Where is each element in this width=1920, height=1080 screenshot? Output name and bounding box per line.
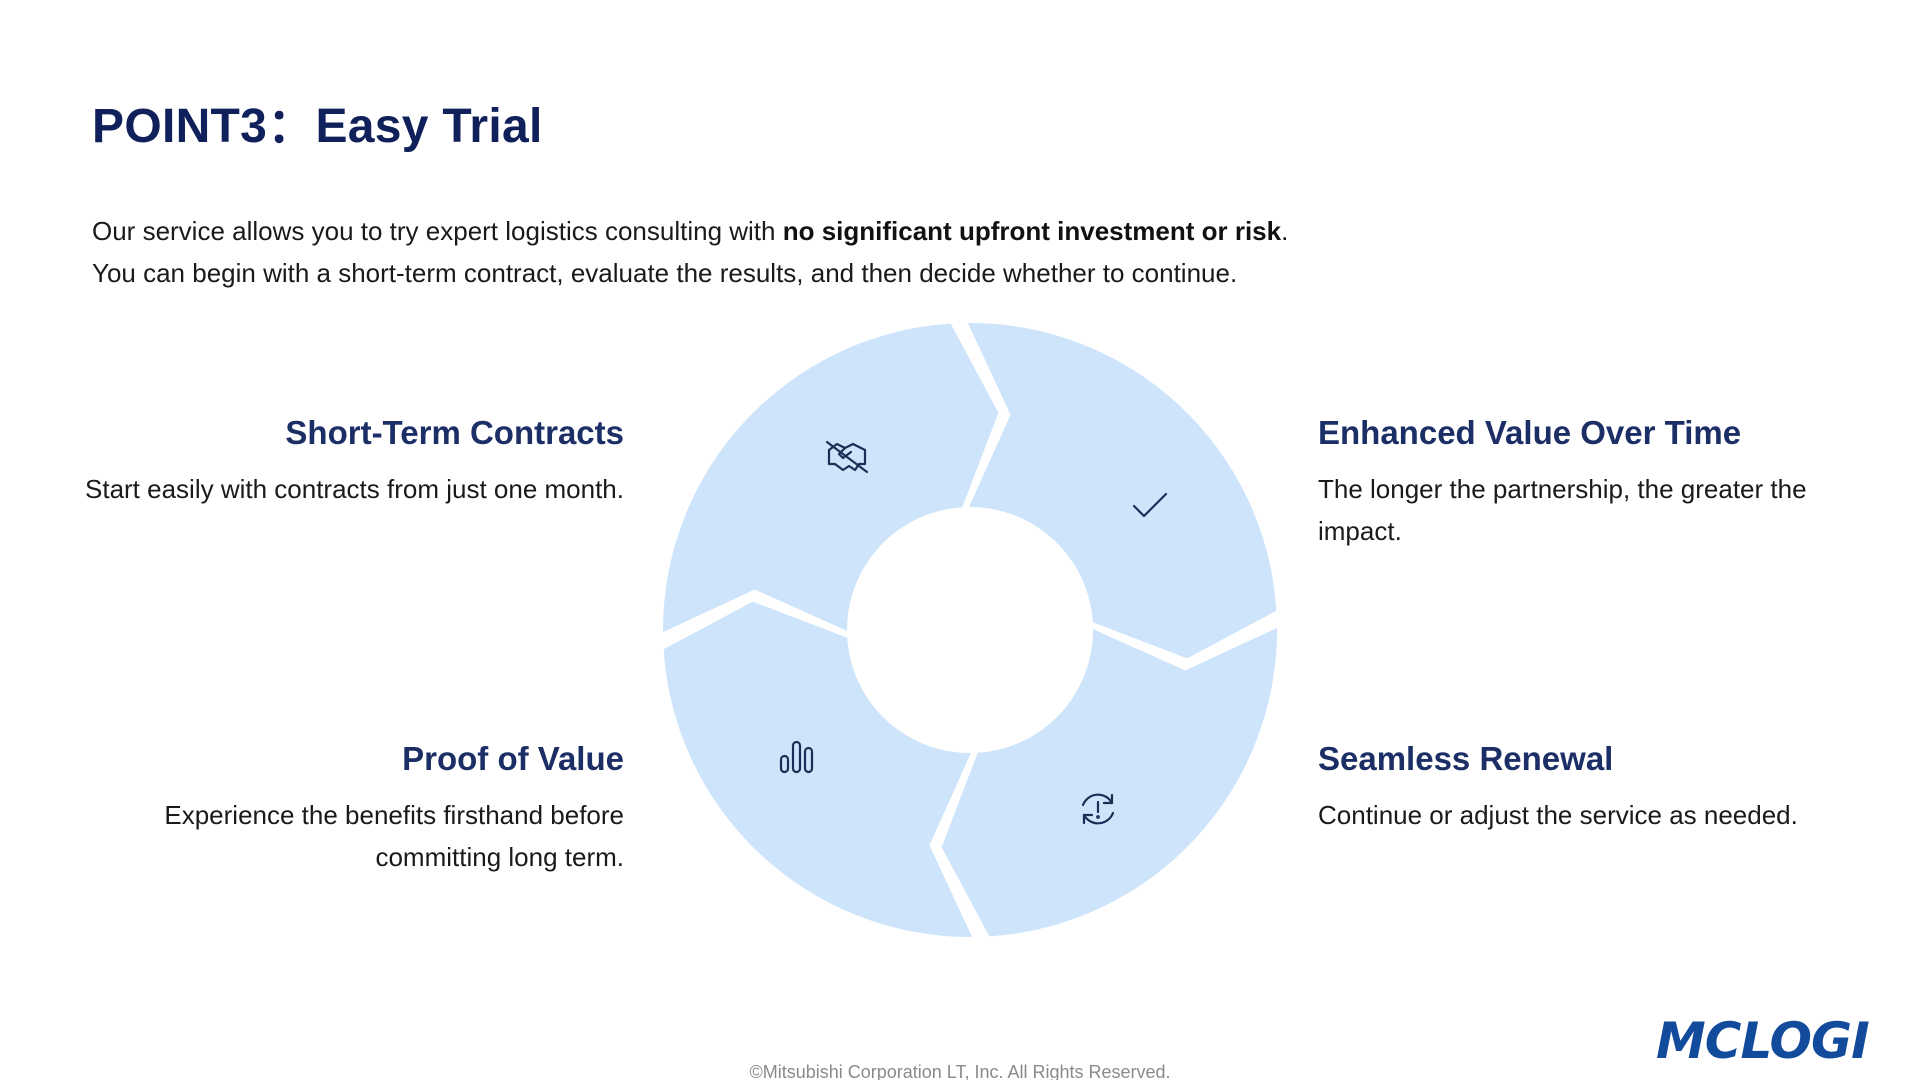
step-text-short-term-contracts: Start easily with contracts from just on… xyxy=(85,474,624,504)
step-heading-proof-of-value: Proof of Value xyxy=(402,740,624,777)
intro-line-1: Our service allows you to try expert log… xyxy=(92,210,1592,252)
checkmark-icon xyxy=(1132,492,1168,518)
refresh-alert-icon xyxy=(1081,793,1115,825)
cycle-segment-short-term-contracts xyxy=(662,323,999,633)
cycle-segment-enhanced-value xyxy=(967,322,1277,659)
intro-line-1-prefix: Our service allows you to try expert log… xyxy=(92,216,783,246)
step-enhanced-value: Enhanced Value Over Time The longer the … xyxy=(1318,414,1878,552)
intro-line-1-emphasis: no significant upfront investment or ris… xyxy=(782,216,1282,246)
cycle-segment-seamless-renewal xyxy=(941,627,1278,937)
page-title: POINT3：Easy Trial xyxy=(92,100,543,153)
step-text-enhanced-value: The longer the partnership, the greater … xyxy=(1318,474,1807,546)
intro-line-2: You can begin with a short-term contract… xyxy=(92,258,1238,288)
step-short-term-contracts: Short-Term Contracts Start easily with c… xyxy=(24,414,624,510)
step-heading-short-term-contracts: Short-Term Contracts xyxy=(285,414,624,451)
cycle-segment-proof-of-value xyxy=(663,601,973,938)
cycle-segments xyxy=(662,322,1278,938)
step-text-proof-of-value: Experience the benefits firsthand before… xyxy=(164,800,624,872)
step-heading-enhanced-value: Enhanced Value Over Time xyxy=(1318,414,1742,451)
company-logo: MCLOGI xyxy=(1656,1012,1870,1070)
step-heading-seamless-renewal: Seamless Renewal xyxy=(1318,740,1614,777)
step-proof-of-value: Proof of Value Experience the benefits f… xyxy=(24,740,624,878)
no-handshake-icon xyxy=(825,440,869,474)
step-seamless-renewal: Seamless Renewal Continue or adjust the … xyxy=(1318,740,1878,836)
bar-chart-icon xyxy=(779,740,814,774)
copyright-footer: ©Mitsubishi Corporation LT, Inc. All Rig… xyxy=(749,1062,1171,1080)
step-text-seamless-renewal: Continue or adjust the service as needed… xyxy=(1318,800,1798,830)
intro-text: Our service allows you to try expert log… xyxy=(92,210,1592,294)
intro-line-1-suffix: . xyxy=(1281,216,1289,246)
